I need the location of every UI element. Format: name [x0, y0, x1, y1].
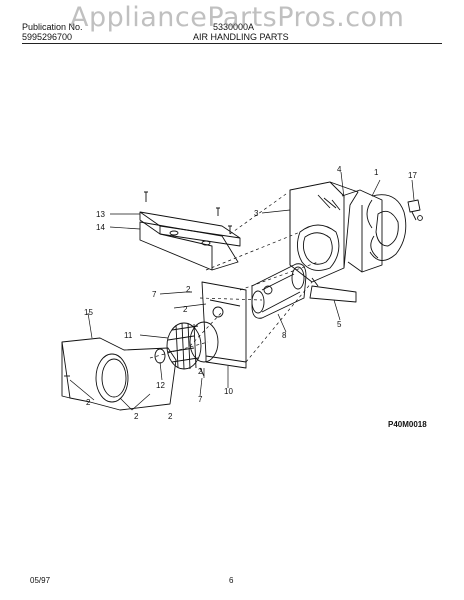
blower-housing: [289, 181, 383, 283]
callout-5: 5: [337, 320, 342, 329]
fan-blade: [366, 194, 407, 261]
clip: [407, 199, 423, 221]
callout-3: 3: [254, 209, 259, 218]
leader-lines: [69, 171, 415, 411]
footer-page-number: 6: [229, 576, 234, 585]
callout-12: 12: [156, 381, 165, 390]
callout-2-e: 2: [168, 412, 173, 421]
callout-11: 11: [124, 331, 133, 340]
header-rule: [22, 43, 442, 44]
callout-4: 4: [337, 165, 342, 174]
callout-2-c: 2: [86, 398, 91, 407]
section-title: AIR HANDLING PARTS: [193, 32, 289, 42]
callout-17: 17: [408, 171, 417, 180]
watermark: AppliancePartsPros.com: [70, 2, 405, 33]
top-cover-plate: [139, 211, 241, 271]
callout-7-a: 7: [152, 290, 157, 299]
publication-number: 5995296700: [22, 32, 73, 42]
inlet-shroud: [61, 337, 177, 411]
callout-2-f: 2: [186, 285, 191, 294]
callout-15: 15: [84, 308, 93, 317]
motor-mount: [309, 277, 357, 303]
mounting-plate: [201, 281, 247, 369]
callout-8: 8: [282, 331, 287, 340]
blower-wheel: [166, 321, 219, 370]
callout-10: 10: [224, 387, 233, 396]
publication-label: Publication No.: [22, 22, 83, 32]
figure-id: P40M0018: [388, 420, 427, 429]
blower-motor: [251, 263, 307, 319]
callout-2-b: 2: [198, 367, 203, 376]
alignment-lines: [149, 193, 319, 363]
callout-14: 14: [96, 223, 105, 232]
callout-2-a: 2: [183, 305, 188, 314]
screws: [64, 191, 232, 377]
footer-date: 05/97: [30, 576, 51, 585]
model-number: 5330000A: [213, 22, 255, 32]
callout-labels: 1 2 2 2 2 2 2 3 4 5 7 7 8 10 11 12 13 14…: [84, 165, 417, 421]
callout-1: 1: [374, 168, 379, 177]
callout-13: 13: [96, 210, 105, 219]
callout-7-b: 7: [198, 395, 203, 404]
callout-2-d: 2: [134, 412, 139, 421]
